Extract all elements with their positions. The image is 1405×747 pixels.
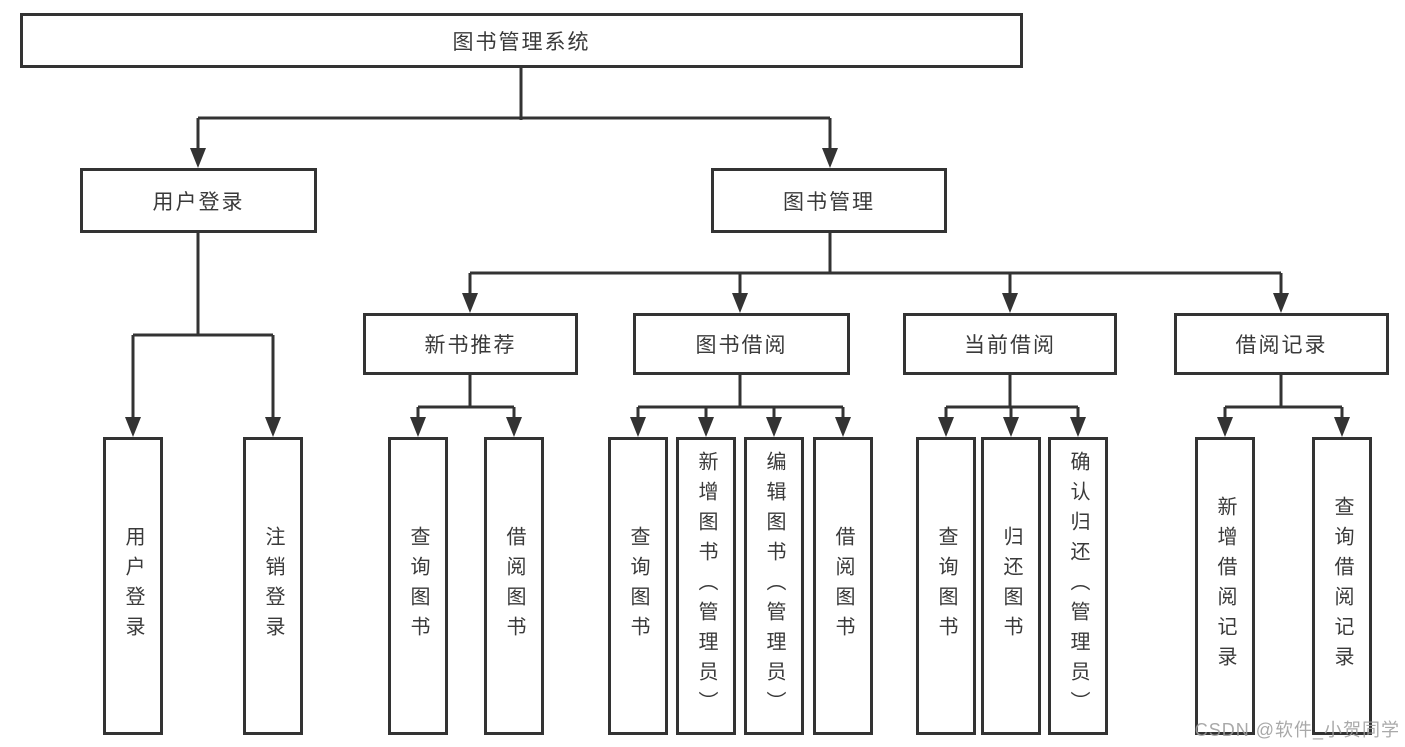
leaf-label: 归还图书 xyxy=(1000,526,1022,646)
leaf-label: 注销登录 xyxy=(262,526,284,646)
leaf-borrow-books: 借阅图书 xyxy=(484,437,544,735)
node-book-management: 图书管理 xyxy=(711,168,947,233)
leaf-label: 借阅图书 xyxy=(503,526,525,646)
node-new-book-recommend: 新书推荐 xyxy=(363,313,578,375)
leaf-label: 查询借阅记录 xyxy=(1331,496,1353,676)
csdn-watermark: CSDN @软件_小贺同学 xyxy=(1194,720,1400,740)
leaf-add-book-admin: 新增图书（管理员） xyxy=(676,437,736,735)
leaf-label: 查询图书 xyxy=(407,526,429,646)
leaf-borrow-books: 借阅图书 xyxy=(813,437,873,735)
leaf-label: 编辑图书（管理员） xyxy=(763,451,785,721)
leaf-query-books: 查询图书 xyxy=(916,437,976,735)
leaf-query-books: 查询图书 xyxy=(608,437,668,735)
node-borrow-records: 借阅记录 xyxy=(1174,313,1389,375)
leaf-label: 新增借阅记录 xyxy=(1214,496,1236,676)
leaf-edit-book-admin: 编辑图书（管理员） xyxy=(744,437,804,735)
leaf-add-borrow-record: 新增借阅记录 xyxy=(1195,437,1255,735)
leaf-confirm-return-admin: 确认归还（管理员） xyxy=(1048,437,1108,735)
leaf-query-borrow-record: 查询借阅记录 xyxy=(1312,437,1372,735)
leaf-label: 用户登录 xyxy=(122,526,144,646)
node-library-system: 图书管理系统 xyxy=(20,13,1023,68)
node-current-borrowing: 当前借阅 xyxy=(903,313,1117,375)
leaf-label: 查询图书 xyxy=(935,526,957,646)
node-book-borrowing: 图书借阅 xyxy=(633,313,850,375)
leaf-label: 借阅图书 xyxy=(832,526,854,646)
connector-path xyxy=(131,68,1344,421)
leaf-label: 查询图书 xyxy=(627,526,649,646)
leaf-logout: 注销登录 xyxy=(243,437,303,735)
leaf-label: 新增图书（管理员） xyxy=(695,451,717,721)
leaf-query-books: 查询图书 xyxy=(388,437,448,735)
leaf-return-books: 归还图书 xyxy=(981,437,1041,735)
leaf-user-login: 用户登录 xyxy=(103,437,163,735)
node-user-login: 用户登录 xyxy=(80,168,317,233)
leaf-label: 确认归还（管理员） xyxy=(1067,451,1089,721)
